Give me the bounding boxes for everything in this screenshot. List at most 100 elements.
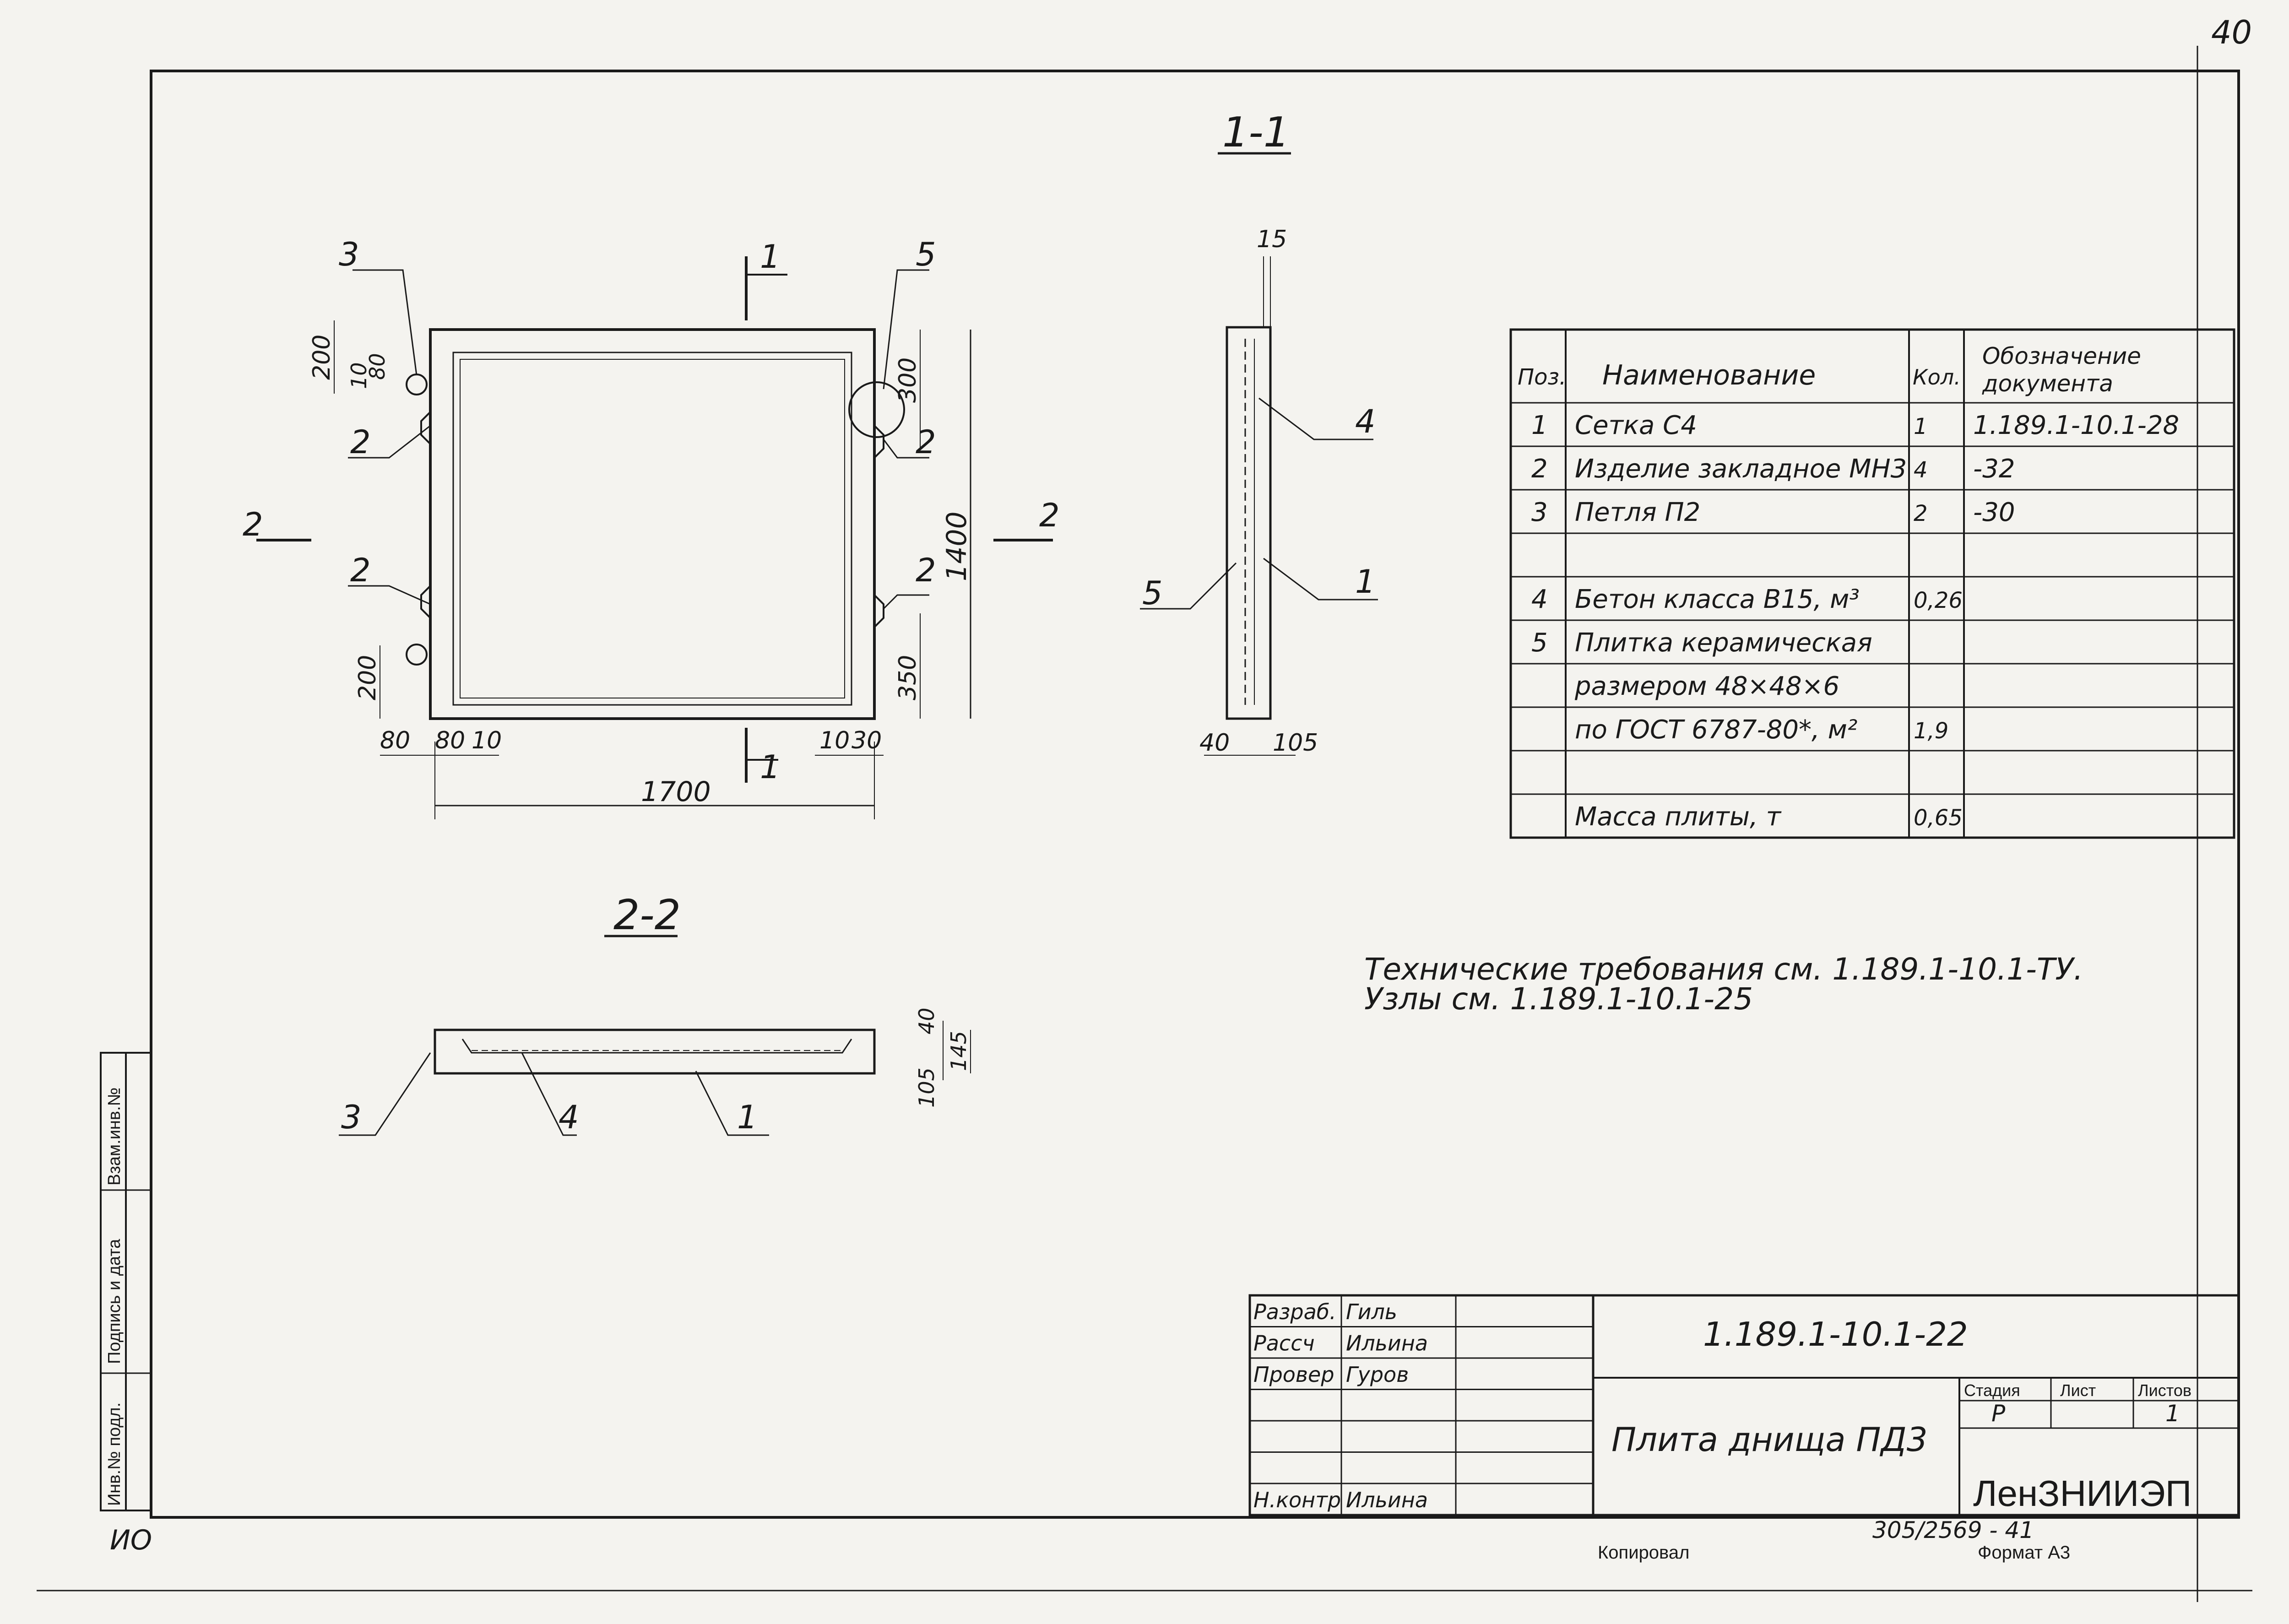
table-cell-doc: 1.189.1-10.1-28 [1973, 411, 2179, 440]
side-stamp-replace: Взам.инв.№ [105, 1088, 124, 1186]
table-cell-qty: 1 [1914, 414, 1928, 439]
callout-2-1: 1 [737, 1099, 758, 1136]
title-person: Гуров [1346, 1362, 1409, 1387]
title-sheets-value: 1 [2165, 1400, 2180, 1427]
title-role: Провер [1253, 1362, 1334, 1387]
table-cell-doc: -30 [1973, 498, 2015, 527]
callout-2d: 2 [916, 552, 936, 589]
dim-200-bottom: 200 [354, 655, 381, 700]
section-2-2-title: 2-2 [613, 891, 681, 939]
table-header-pos: Поз. [1518, 364, 1566, 390]
title-stage-value: Р [1991, 1400, 2006, 1427]
section-1-1-title: 1-1 [1222, 108, 1290, 157]
side-stamp-sign: Подпись и дата [105, 1239, 124, 1364]
dim-200-top: 200 [308, 335, 336, 380]
dim-10-right: 10 [819, 727, 850, 754]
dim-10-top: 10 [347, 362, 371, 389]
dim-2-40: 40 [914, 1007, 939, 1034]
table-cell-qty: 2 [1914, 501, 1928, 526]
footer-copied: Копировал [1598, 1543, 1689, 1563]
title-role: Разраб. [1253, 1299, 1336, 1324]
title-person: Ильина [1346, 1331, 1428, 1356]
table-cell-name: Плитка керамическая [1575, 628, 1872, 658]
dim-15: 15 [1257, 226, 1287, 253]
dim-80-top: 80 [365, 353, 390, 380]
side-stamp: Инв.№ подл. Подпись и дата Взам.инв.№ ИО [100, 1052, 152, 1556]
callout-2-4: 4 [559, 1099, 579, 1136]
dim-2-145: 145 [946, 1031, 971, 1071]
table-cell-pos: 3 [1531, 498, 1548, 527]
dim-1400: 1400 [941, 511, 973, 581]
cut-label-2-left: 2 [243, 506, 263, 543]
section-2-2: 2-2 3 4 1 40 145 105 [339, 891, 971, 1136]
table-cell-name: Бетон класса В15, м³ [1575, 585, 1860, 614]
table-cell-qty: 0,65 [1914, 805, 1963, 831]
dim-40: 40 [1199, 729, 1230, 757]
callout-3: 3 [339, 236, 359, 273]
table-header-doc-1: Обозначение [1982, 343, 2141, 369]
dim-2-105: 105 [914, 1067, 939, 1108]
callout-side-4: 4 [1355, 403, 1376, 440]
dim-80-left: 80 [380, 727, 410, 754]
note-nodes: Узлы см. 1.189.1-10.1-25 [1364, 981, 1753, 1017]
table-cell-name: Изделие закладное МН3 [1575, 454, 1907, 484]
footer-format: Формат А3 [1978, 1543, 2070, 1563]
table-cell-pos: 4 [1531, 585, 1548, 614]
callout-side-1: 1 [1355, 563, 1376, 601]
table-cell-name: Масса плиты, т [1575, 802, 1782, 832]
table-cell-name: по ГОСТ 6787-80*, м² [1575, 715, 1857, 745]
table-header-doc-2: документа [1982, 370, 2113, 397]
callout-2b: 2 [350, 552, 371, 589]
table-cell-name: размером 48×48×6 [1574, 671, 1839, 701]
corner-mark: ИО [110, 1524, 152, 1556]
table-cell-qty: 1,9 [1914, 718, 1948, 744]
title-person: Ильина [1346, 1488, 1428, 1512]
note-technical-requirements: Технические требования см. 1.189.1-10.1-… [1364, 952, 2083, 987]
dim-80-mid: 80 [435, 727, 465, 754]
title-role: Н.контр [1253, 1488, 1341, 1512]
title-organization: ЛенЗНИИЭП [1973, 1473, 2191, 1514]
callout-5: 5 [916, 236, 936, 273]
table-cell-pos: 2 [1531, 454, 1548, 484]
callout-2a: 2 [350, 423, 371, 461]
sheet-number: 40 [2211, 14, 2252, 51]
table-header-name: Наименование [1602, 359, 1816, 391]
cut-label-2-right: 2 [1039, 497, 1060, 534]
dim-1700: 1700 [641, 776, 711, 808]
dim-350: 350 [894, 655, 922, 700]
title-doc-code: 1.189.1-10.1-22 [1703, 1315, 1968, 1353]
callout-side-5: 5 [1142, 574, 1163, 612]
title-sheets-label: Листов [2138, 1381, 2191, 1400]
table-header-qty: Кол. [1913, 365, 1961, 390]
cut-label-bottom: 1 [760, 748, 781, 786]
title-sheet-label: Лист [2060, 1381, 2096, 1400]
table-cell-pos: 1 [1531, 411, 1548, 440]
title-person: Гиль [1346, 1299, 1397, 1324]
callout-2c: 2 [916, 423, 936, 461]
title-role: Рассч [1253, 1331, 1315, 1356]
sheet-frame [150, 70, 2240, 1519]
section-1-1-side: 15 40 105 4 5 1 [1140, 226, 1378, 757]
side-stamp-inv: Инв.№ подл. [105, 1402, 124, 1506]
spec-table: Поз. Наименование Кол. Обозначение докум… [1509, 328, 2235, 839]
footer-archive-number: 305/2569 - 41 [1872, 1517, 2034, 1543]
table-cell-qty: 0,26 [1914, 588, 1963, 613]
callout-2-3: 3 [341, 1099, 362, 1136]
table-row-lines [1511, 402, 2234, 795]
table-rows: 1 Сетка С4 1 1.189.1-10.1-28 2 Изделие заклад… [1531, 411, 2179, 832]
cut-label-top: 1 [760, 238, 781, 276]
dim-30: 30 [852, 727, 882, 754]
table-cell-doc: -32 [1973, 454, 2015, 484]
table-cell-name: Сетка С4 [1575, 411, 1697, 440]
section-1-1-plan: 1-1 1 1 2 2 3 2 2 [243, 108, 1291, 819]
dim-300: 300 [894, 357, 922, 403]
table-cell-name: Петля П2 [1575, 498, 1700, 527]
title-drawing-name: Плита днища ПД3 [1611, 1420, 1928, 1459]
dim-105: 105 [1273, 729, 1318, 757]
table-cell-qty: 4 [1914, 457, 1928, 483]
dim-10-left: 10 [472, 727, 502, 754]
title-stage-label: Стадия [1964, 1381, 2020, 1400]
